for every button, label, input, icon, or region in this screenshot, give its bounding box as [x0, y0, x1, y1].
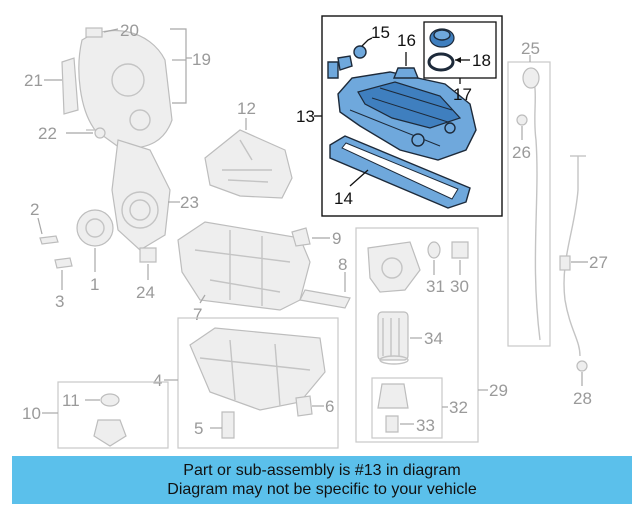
callout-29: 29	[489, 381, 508, 400]
banner-line-1: Part or sub-assembly is #13 in diagram	[183, 462, 461, 479]
oil-filter-34	[377, 311, 409, 361]
plug-9	[291, 227, 311, 247]
timing-cover	[78, 29, 173, 149]
bolt-15c[interactable]	[353, 45, 367, 59]
parts-diagram: 20 19 21 22 23 1 2 3 24 12 7	[22, 15, 608, 449]
rear-cover-23	[111, 139, 171, 251]
callout-28: 28	[573, 389, 592, 408]
box-29-frame	[355, 227, 479, 443]
callout-24: 24	[136, 283, 155, 302]
banner-line-2: Diagram may not be specific to your vehi…	[167, 481, 477, 498]
sensor-24	[139, 247, 157, 263]
bolt-3	[54, 257, 73, 269]
oil-pan-upper-group: 7 9 8	[177, 221, 351, 324]
callout-18: 18	[472, 51, 491, 70]
bolt-15a[interactable]	[327, 61, 339, 79]
callout-33: 33	[416, 416, 435, 435]
callout-34: 34	[424, 329, 443, 348]
seal-18[interactable]	[427, 52, 455, 72]
callout-26: 26	[512, 143, 531, 162]
dipstick-tube-27	[563, 156, 581, 357]
lower-pan-group: 4 5 6	[153, 317, 339, 449]
callout-1: 1	[90, 275, 99, 294]
grommet-16[interactable]	[392, 67, 420, 79]
drain-plug-5	[221, 411, 235, 439]
upper-oil-pan-7	[177, 221, 311, 311]
oring-11	[100, 393, 120, 407]
timing-cover-group: 20 19 21 22	[24, 21, 211, 149]
callout-2: 2	[30, 200, 39, 219]
oring-26	[516, 114, 528, 126]
callout-12: 12	[237, 99, 256, 118]
callout-30: 30	[450, 277, 469, 296]
callout-10: 10	[22, 404, 41, 423]
bolt-28	[576, 360, 588, 372]
callout-31: 31	[426, 277, 445, 296]
callout-27: 27	[589, 253, 608, 272]
info-banner: Part or sub-assembly is #13 in diagram D…	[12, 456, 632, 504]
sensor-box-group: 11 10	[22, 381, 169, 449]
cap-33	[377, 383, 409, 409]
callout-32: 32	[449, 398, 468, 417]
sensor-10	[93, 419, 127, 447]
callout-11: 11	[62, 391, 80, 410]
part-12	[204, 129, 293, 199]
callout-17: 17	[453, 85, 472, 104]
gasket-8	[299, 289, 351, 309]
dipstick-25	[529, 69, 541, 341]
callout-4: 4	[153, 371, 162, 390]
filter-housing-group: 31 30 34 33 32 29	[355, 227, 508, 443]
box-32-frame	[371, 377, 443, 439]
callout-14: 14	[334, 189, 353, 208]
callout-5: 5	[194, 419, 203, 438]
pulley-group: 23 1 2 3 24	[30, 139, 199, 311]
lower-pan-frame	[177, 317, 339, 449]
callout-25: 25	[521, 39, 540, 58]
crank-pulley	[76, 209, 114, 247]
oil-filter-housing	[367, 241, 421, 293]
pulley-bolt-2	[39, 235, 59, 245]
timing-cover-seal	[61, 57, 79, 115]
callout-19: 19	[192, 50, 211, 69]
callout-8: 8	[338, 255, 347, 274]
part-12-group: 12	[204, 99, 293, 199]
seal-31	[427, 241, 441, 259]
callout-13: 13	[296, 107, 315, 126]
valve-cover-assembly-group: 13 14 15 16 18 17	[296, 15, 503, 217]
callout-23: 23	[180, 193, 199, 212]
box-25-frame	[507, 61, 551, 347]
callout-3: 3	[55, 292, 64, 311]
cover-cap	[85, 27, 103, 38]
callout-7: 7	[193, 305, 202, 324]
callout-21: 21	[24, 71, 43, 90]
dipstick-group: 25 26 27 28	[507, 39, 608, 408]
callout-22: 22	[38, 124, 57, 143]
callout-20: 20	[120, 21, 139, 40]
box-10-frame	[57, 381, 169, 449]
seal-30	[451, 241, 469, 259]
callout-9: 9	[332, 229, 341, 248]
bolt-22	[94, 127, 106, 139]
clip-6	[295, 395, 313, 417]
callout-16: 16	[397, 31, 416, 50]
drain-33	[385, 415, 399, 433]
callout-6: 6	[325, 397, 334, 416]
callout-15: 15	[371, 23, 390, 42]
bolt-15b[interactable]	[337, 55, 353, 71]
lower-oil-pan-4	[189, 327, 326, 411]
